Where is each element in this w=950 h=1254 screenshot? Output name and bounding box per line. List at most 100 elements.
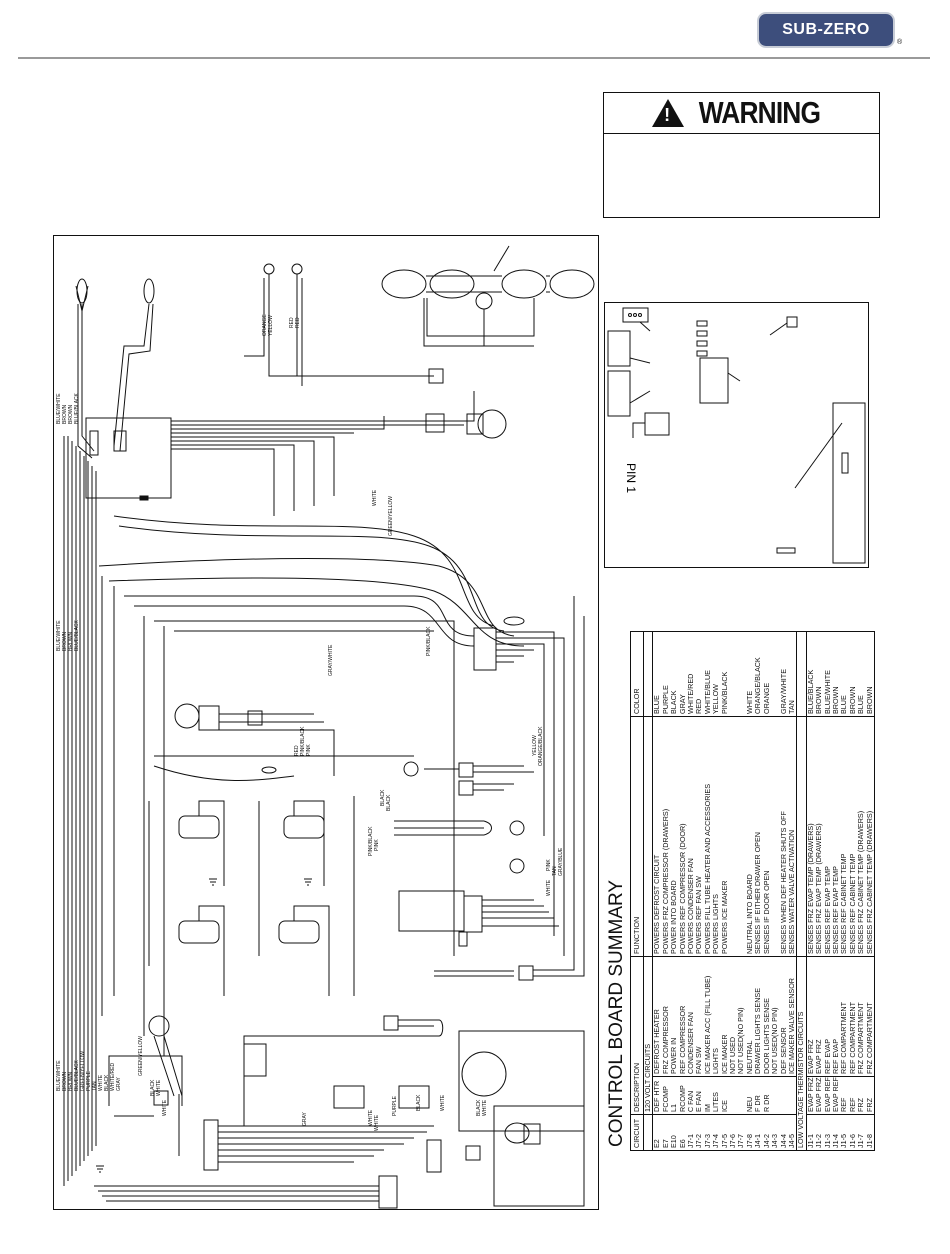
- table-cell: J4-5: [787, 1114, 797, 1151]
- table-cell: RED: [695, 631, 704, 717]
- evaporator-fan: [174, 703, 200, 729]
- relay-2: [333, 1085, 365, 1109]
- table-cell: BLUE/WHITE: [823, 631, 832, 717]
- table-cell: POWERS DEFROST CIRCUIT: [652, 716, 662, 957]
- table-cell: POWER IN: [670, 956, 679, 1077]
- section-120v: 120 VOLT CIRCUITS: [643, 956, 653, 1115]
- label-bot-4: WHITE: [368, 1109, 374, 1126]
- table-cell: REF COMPRESSOR: [678, 956, 688, 1077]
- table-cell: SENSES FRZ EVAP TEMP (DRAWERS): [806, 716, 816, 957]
- table-cell: FRZ: [857, 1076, 866, 1115]
- table-cell: J7-5: [720, 1114, 730, 1151]
- table-cell: BROWN: [848, 631, 858, 717]
- label-mid-7: PINK/BLACK: [368, 826, 374, 856]
- label-left-mid-2: BROWN: [68, 631, 74, 651]
- table-cell: J1-8: [865, 1114, 875, 1151]
- summary-header-row: CIRCUIT DESCRIPTION FUNCTION COLOR: [630, 631, 644, 1151]
- warning-triangle-icon: !: [652, 99, 685, 127]
- control-board-summary: CONTROL BOARD SUMMARY CIRCUIT DESCRIPTIO…: [604, 631, 875, 1151]
- table-cell: [737, 716, 746, 957]
- label-left-bot-10: GRAY: [116, 1077, 122, 1091]
- table-cell: DOOR LIGHTS SENSE: [762, 956, 772, 1077]
- table-cell: J1-5: [840, 1114, 849, 1151]
- light-4: [278, 920, 320, 944]
- label-mid-10: TAN: [552, 866, 558, 876]
- wiring-diagram-svg: BLUE/WHITE BROWN BROWN BLUE/BLACK BLUE/W…: [56, 245, 595, 1209]
- defrost-heater: [394, 820, 492, 836]
- control-board-summary-wrap: CONTROL BOARD SUMMARY CIRCUIT DESCRIPTIO…: [604, 631, 875, 1151]
- table-cell: EVAP FRZ: [815, 956, 824, 1077]
- table-cell: J1-4: [831, 1114, 841, 1151]
- table-cell: PURPLE: [661, 631, 671, 717]
- table-cell: [787, 1076, 797, 1115]
- warning-box: ! WARNING: [603, 92, 880, 218]
- label-center-3: PINK/BLACK: [426, 626, 432, 656]
- table-cell: SENSES WHEN DEF HEATER SHUTS OFF: [779, 716, 788, 957]
- table-cell: POWER INTO BOARD: [670, 716, 679, 957]
- label-mid-4: ORANGE/BLACK: [538, 726, 544, 766]
- label-red-1: RED: [295, 317, 301, 328]
- label-mid-6: BLACK: [386, 794, 392, 811]
- label-mid-2: PINK: [306, 744, 312, 756]
- table-cell: REF EVAP: [823, 956, 832, 1077]
- label-mid-3: YELLOW: [532, 735, 538, 756]
- label-red-0: RED: [289, 317, 295, 328]
- label-cond-1: YELLOW: [268, 315, 274, 336]
- table-cell: WHITE/BLUE: [703, 631, 713, 717]
- label-mid-9: PINK: [546, 859, 552, 871]
- power-plug: [148, 1015, 170, 1037]
- table-cell: EVAP FRZ: [815, 1076, 824, 1115]
- table-cell: J7-4: [712, 1114, 721, 1151]
- table-cell: J7-6: [729, 1114, 738, 1151]
- table-cell: BROWN: [865, 631, 875, 717]
- table-cell: FRZ COMPARTMENT: [857, 956, 866, 1077]
- table-cell: EVAP REF: [823, 1076, 832, 1115]
- table-cell: SENSES IF DOOR OPEN: [762, 716, 772, 957]
- capacitor: [475, 292, 493, 310]
- table-cell: WHITE/RED: [687, 631, 696, 717]
- control-board: [85, 417, 172, 499]
- table-cell: DEF SENSOR: [779, 956, 788, 1077]
- label-left-mid-0: BLUE/WHITE: [56, 620, 62, 651]
- table-cell: C FAN: [687, 1076, 696, 1115]
- connector-bottom: [203, 1119, 219, 1171]
- label-mid-1: PINK/BLACK: [300, 726, 306, 756]
- connector-top: [428, 368, 444, 384]
- label-mid-8: PINK: [374, 839, 380, 851]
- table-cell: DEF HTR: [652, 1076, 662, 1115]
- label-bot-1: BLACK: [150, 1079, 156, 1096]
- table-cell: J7-3: [703, 1114, 713, 1151]
- table-cell: GRAY/WHITE: [779, 631, 788, 717]
- label-left-mid-1: BROWN: [62, 631, 68, 651]
- label-left-top-2: BROWN: [68, 404, 74, 424]
- table-cell: POWERS FRZ COMPRESSOR (DRAWERS): [661, 716, 671, 957]
- table-cell: SENSES IF EITHER DRAWER OPEN: [754, 716, 763, 957]
- table-cell: J1-2: [815, 1114, 824, 1151]
- table-cell: J4-3: [771, 1114, 780, 1151]
- table-cell: [771, 631, 780, 717]
- table-cell: IM: [703, 1076, 713, 1115]
- table-cell: ICE MAKER VALVE SENSOR: [787, 956, 797, 1077]
- table-cell: REF: [848, 1076, 858, 1115]
- label-left-bot-6: TAN: [92, 1081, 98, 1091]
- table-cell: FRZ: [865, 1076, 875, 1115]
- table-cell: NEUTRAL INTO BOARD: [745, 716, 755, 957]
- table-cell: ICE MAKER: [720, 956, 730, 1077]
- table-cell: FCOMP: [661, 1076, 671, 1115]
- table-cell: E6: [678, 1114, 688, 1151]
- label-left-bot-5: PURPLE: [86, 1070, 92, 1091]
- table-cell: BROWN: [815, 631, 824, 717]
- pin-1-label: PIN 1: [624, 463, 638, 493]
- table-cell: CONDENSER FAN: [687, 956, 696, 1077]
- label-center-2: GRAY/WHITE: [328, 644, 334, 676]
- table-cell: J1-6: [848, 1114, 858, 1151]
- registered-mark: ®: [897, 39, 903, 46]
